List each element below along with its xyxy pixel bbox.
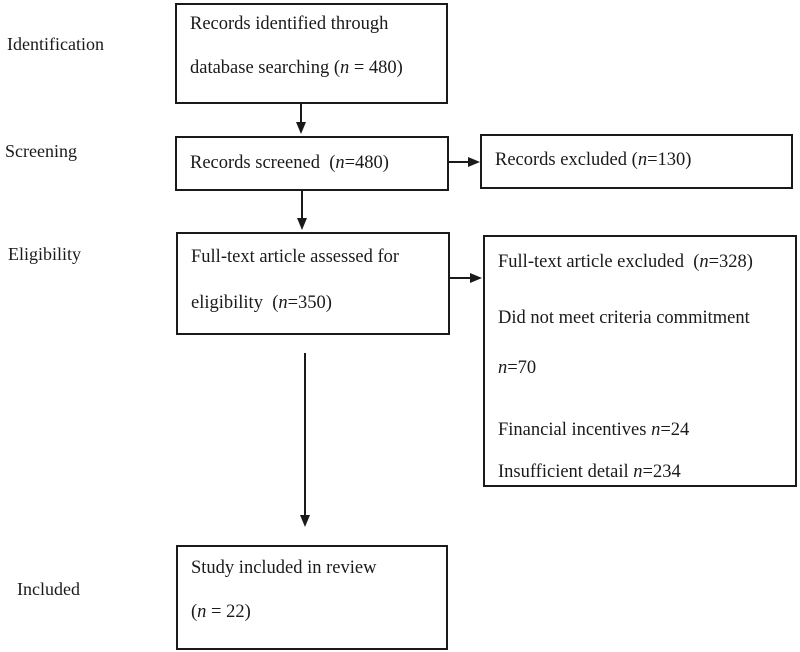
box-text-line: Did not meet criteria commitment (498, 308, 750, 328)
box-study-included: Study included in review (n = 22) (176, 545, 448, 650)
stage-label-screening: Screening (5, 141, 77, 161)
arrow-line (450, 277, 471, 279)
box-fulltext-assessed: Full-text article assessed for eligibili… (176, 232, 450, 335)
arrowhead-down (297, 218, 307, 230)
box-text-line: Financial incentives n=24 (498, 420, 690, 440)
arrow-line (304, 353, 306, 515)
box-text-line: Study included in review (191, 558, 377, 578)
box-fulltext-excluded: Full-text article excluded (n=328) Did n… (483, 235, 797, 487)
stage-label-included: Included (17, 579, 80, 599)
box-text-line: Records screened (n=480) (190, 153, 389, 173)
arrow-line (300, 104, 302, 122)
box-text-line: database searching (n = 480) (190, 58, 403, 78)
arrowhead-down (296, 122, 306, 134)
box-text-line: Insufficient detail n=234 (498, 462, 681, 482)
arrowhead-down (300, 515, 310, 527)
box-text-line: Full-text article excluded (n=328) (498, 252, 753, 272)
arrowhead-right (468, 157, 480, 167)
box-records-identified: Records identified through database sear… (175, 3, 448, 104)
box-records-screened: Records screened (n=480) (175, 136, 449, 191)
stage-label-eligibility: Eligibility (8, 244, 82, 264)
arrow-line (301, 191, 303, 218)
box-text-line: Full-text article assessed for (191, 247, 400, 267)
box-text-line: Records identified through (190, 14, 389, 34)
stage-label-identification: Identification (7, 34, 104, 54)
box-records-excluded: Records excluded (n=130) (480, 134, 793, 189)
box-text-line: Records excluded (n=130) (495, 150, 692, 170)
box-text-line: eligibility (n=350) (191, 293, 332, 313)
box-text-line: (n = 22) (191, 602, 251, 622)
arrow-line (449, 161, 469, 163)
box-text-line: n=70 (498, 358, 537, 378)
arrowhead-right (470, 273, 482, 283)
